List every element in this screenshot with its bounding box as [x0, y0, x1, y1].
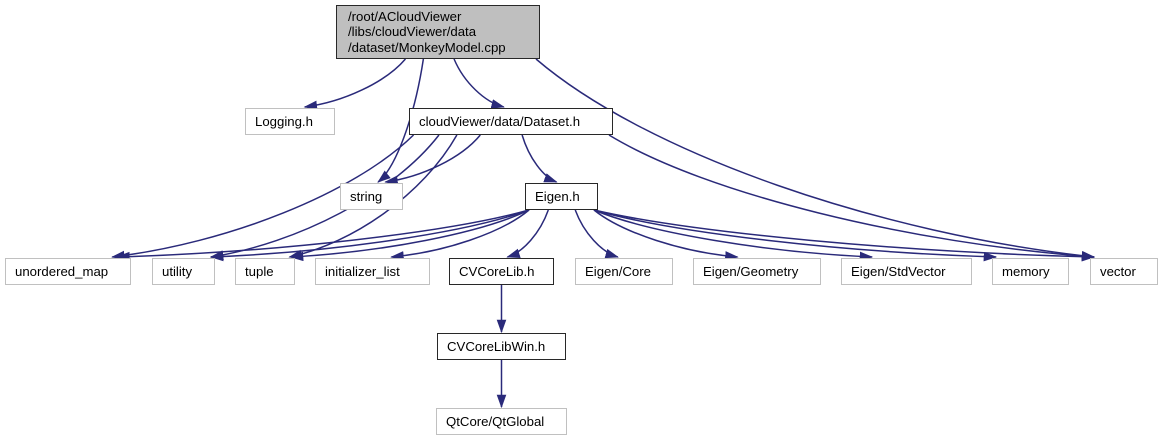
- graph-node-label: CVCoreLib.h: [459, 263, 535, 279]
- graph-node-label: Eigen.h: [535, 188, 580, 204]
- graph-node-label: cloudViewer/data/Dataset.h: [419, 113, 581, 129]
- graph-node-logging[interactable]: Logging.h: [245, 108, 335, 135]
- graph-edge-eigen-to-cvcorelib: [506, 209, 550, 258]
- graph-node-cvcorelibwin[interactable]: CVCoreLibWin.h: [437, 333, 566, 360]
- graph-edge-eigen-to-unordered_map: [116, 209, 530, 262]
- graph-node-eigen_geometry[interactable]: Eigen/Geometry: [693, 258, 821, 285]
- graph-node-label: QtCore/QtGlobal: [446, 413, 545, 429]
- graph-edge-dataset-to-string: [384, 134, 481, 186]
- graph-node-label: /libs/cloudViewer/data: [348, 24, 477, 40]
- graph-node-label: Eigen/Geometry: [703, 263, 799, 279]
- graph-edge-dataset-to-unordered_map: [111, 134, 415, 261]
- graph-edge-eigen-to-memory: [593, 209, 998, 262]
- graph-node-label: Eigen/StdVector: [851, 263, 946, 279]
- graph-node-label: tuple: [245, 263, 274, 279]
- graph-edge-root-to-string: [377, 58, 425, 183]
- graph-node-label: utility: [162, 263, 193, 279]
- graph-node-label: CVCoreLibWin.h: [447, 338, 546, 354]
- graph-node-label: vector: [1100, 263, 1136, 279]
- graph-edge-eigen-to-eigen_geometry: [593, 209, 739, 261]
- graph-edge-eigen-to-initializer_list: [390, 209, 530, 261]
- graph-node-label: memory: [1002, 263, 1050, 279]
- graph-node-label: unordered_map: [15, 263, 109, 279]
- graph-node-eigen[interactable]: Eigen.h: [525, 183, 598, 210]
- edge-paths: [111, 58, 1096, 409]
- graph-edge-eigen-to-eigen_stdvector: [593, 209, 874, 262]
- graph-edge-root-to-vector: [535, 58, 1096, 261]
- graph-edge-eigen-to-vector: [593, 209, 1096, 262]
- graph-node-label: Eigen/Core: [585, 263, 651, 279]
- graph-node-eigen_core[interactable]: Eigen/Core: [575, 258, 673, 285]
- graph-node-cvcorelib[interactable]: CVCoreLib.h: [449, 258, 554, 285]
- graph-node-root[interactable]: /root/ACloudViewer/libs/cloudViewer/data…: [336, 5, 540, 59]
- graph-edge-root-to-logging: [303, 58, 407, 111]
- graph-edge-dataset-to-vector: [608, 134, 1096, 261]
- graph-node-eigen_stdvector[interactable]: Eigen/StdVector: [841, 258, 972, 285]
- graph-node-label: /dataset/MonkeyModel.cpp: [348, 39, 506, 55]
- graph-node-label: /root/ACloudViewer: [348, 8, 462, 24]
- graph-node-unordered_map[interactable]: unordered_map: [5, 258, 131, 285]
- graph-edge-dataset-to-eigen: [521, 134, 558, 183]
- graph-edge-eigen-to-tuple: [289, 209, 530, 262]
- graph-node-initializer_list[interactable]: initializer_list: [315, 258, 430, 285]
- graph-edge-eigen-to-utility: [209, 209, 530, 262]
- graph-node-label: initializer_list: [325, 263, 400, 279]
- graph-node-dataset[interactable]: cloudViewer/data/Dataset.h: [409, 108, 613, 135]
- graph-node-label: string: [350, 188, 383, 204]
- graph-node-qtglobal[interactable]: QtCore/QtGlobal: [436, 408, 567, 435]
- graph-node-utility[interactable]: utility: [152, 258, 215, 285]
- graph-edge-root-to-dataset: [453, 58, 505, 109]
- graph-edge-eigen-to-eigen_core: [574, 209, 619, 259]
- graph-node-tuple[interactable]: tuple: [235, 258, 295, 285]
- graph-node-label: Logging.h: [255, 113, 313, 129]
- graph-node-vector[interactable]: vector: [1090, 258, 1158, 285]
- graph-node-string[interactable]: string: [340, 183, 403, 210]
- graph-node-memory[interactable]: memory: [992, 258, 1069, 285]
